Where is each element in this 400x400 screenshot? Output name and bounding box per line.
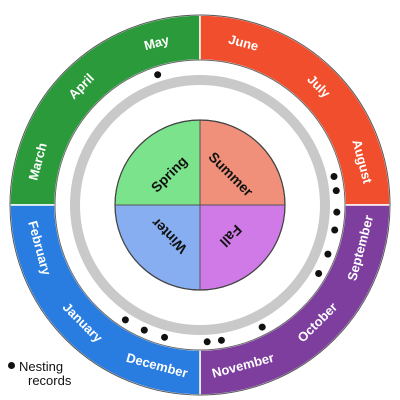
nesting-record-dot [203,338,211,346]
nesting-record-dot [154,71,162,79]
nesting-records [121,71,341,346]
month-label-may: May [142,32,171,53]
legend: Nesting records [8,360,71,388]
legend-line-1: Nesting [19,359,64,374]
season-circle-outline [114,119,286,291]
nesting-record-dot [315,270,323,277]
legend-dot-icon [8,362,15,369]
nesting-record-dot [217,336,225,344]
ring-outline [9,14,391,396]
gray-track [70,75,330,335]
nesting-record-dot [333,208,341,216]
nesting-record-dot [324,250,332,258]
nesting-record-dot [331,226,339,234]
nesting-record-dot [332,187,340,195]
nesting-record-dot [121,316,129,324]
legend-line-2: records [28,373,72,388]
nesting-record-dot [161,333,169,341]
nesting-record-dot [330,173,338,181]
nesting-record-dot [140,326,148,334]
nesting-record-dot [258,323,266,331]
gray-track-ring [70,75,330,335]
